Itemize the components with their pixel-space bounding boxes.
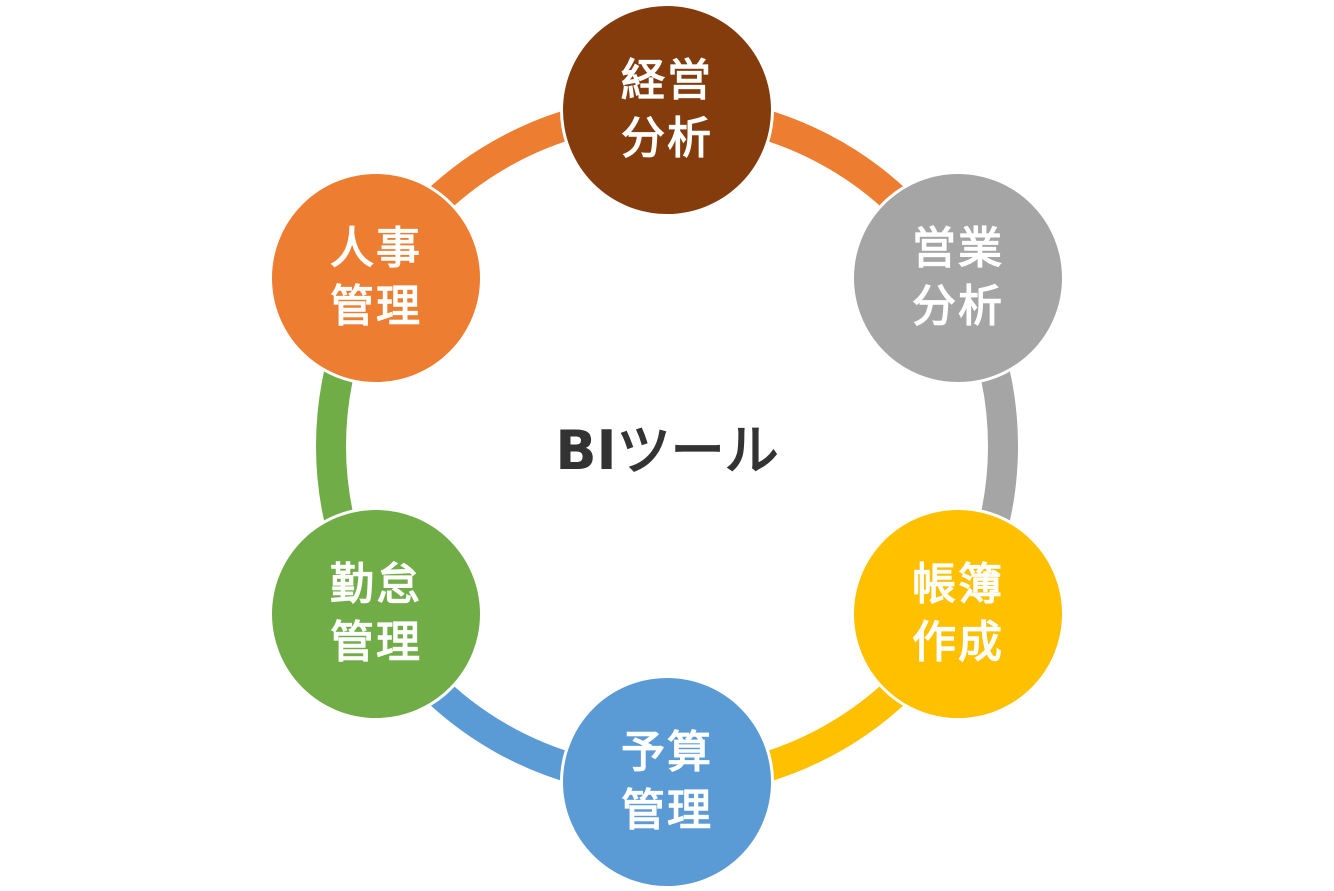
node-label: 営業 bbox=[911, 223, 1004, 274]
node-label: 管理 bbox=[330, 617, 422, 668]
node-label: 予算 bbox=[621, 727, 713, 778]
node-management-analysis: 経営分析 bbox=[560, 3, 774, 217]
node-label: 管理 bbox=[621, 785, 713, 836]
node-label: 帳簿 bbox=[911, 559, 1004, 610]
center-label: BIツール bbox=[555, 419, 779, 482]
node-label: 分析 bbox=[911, 281, 1004, 332]
node-label: 作成 bbox=[911, 617, 1004, 668]
node-bookkeeping: 帳簿作成 bbox=[850, 507, 1065, 721]
node-label: 分析 bbox=[621, 113, 713, 164]
node-label: 経営 bbox=[621, 55, 713, 106]
node-attendance-management: 勤怠管理 bbox=[269, 507, 483, 721]
node-label: 勤怠 bbox=[330, 559, 422, 610]
node-sales-analysis: 営業分析 bbox=[850, 171, 1065, 385]
node-label: 管理 bbox=[330, 281, 422, 332]
node-budget-management: 予算管理 bbox=[560, 675, 774, 889]
node-label: 人事 bbox=[330, 223, 422, 274]
node-hr-management: 人事管理 bbox=[269, 171, 483, 385]
